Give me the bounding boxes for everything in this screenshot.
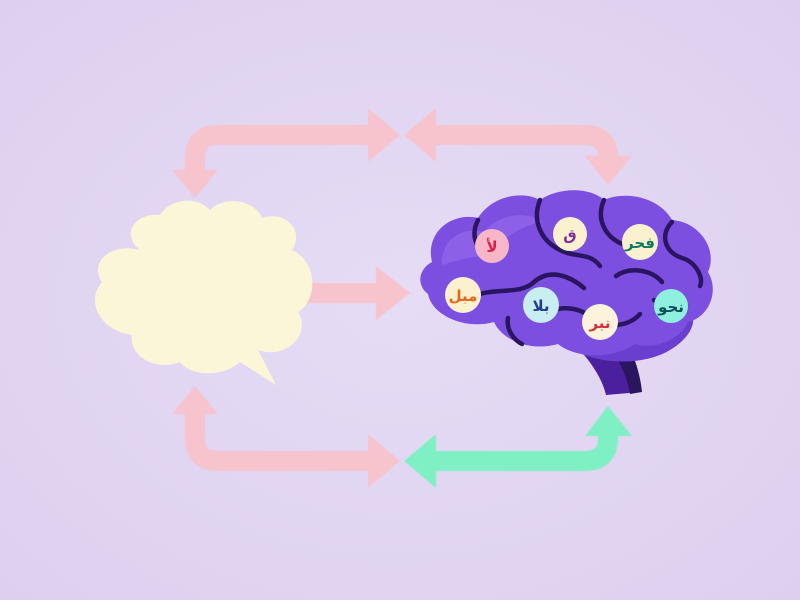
badge-6-label: نبر <box>588 314 610 332</box>
badge-4-label: مبل <box>449 287 478 305</box>
badge-6: نبر <box>582 304 618 340</box>
top-arrow-right-half <box>404 108 632 185</box>
badge-5-label: بلا <box>532 297 549 315</box>
badge-3: فحر <box>622 224 658 260</box>
badge-7-label: نحو <box>657 298 684 316</box>
bottom-arrow-right-half <box>404 406 632 488</box>
badge-2-label: ق <box>563 226 576 244</box>
badge-1: لأ <box>475 229 509 263</box>
badge-1-label: لأ <box>486 238 497 256</box>
speech-cloud <box>94 200 313 385</box>
badge-5: بلا <box>523 287 559 323</box>
badge-4: مبل <box>445 277 481 313</box>
badge-3-label: فحر <box>624 234 655 252</box>
bottom-arrow-left-half <box>172 386 400 488</box>
badge-2: ق <box>553 217 587 251</box>
brain-body <box>420 190 713 356</box>
badge-7: نحو <box>654 289 688 323</box>
top-arrow-left-half <box>172 108 400 198</box>
brain: لأ ق فحر مبل بلا نبر <box>420 190 713 395</box>
middle-arrow <box>300 266 410 320</box>
